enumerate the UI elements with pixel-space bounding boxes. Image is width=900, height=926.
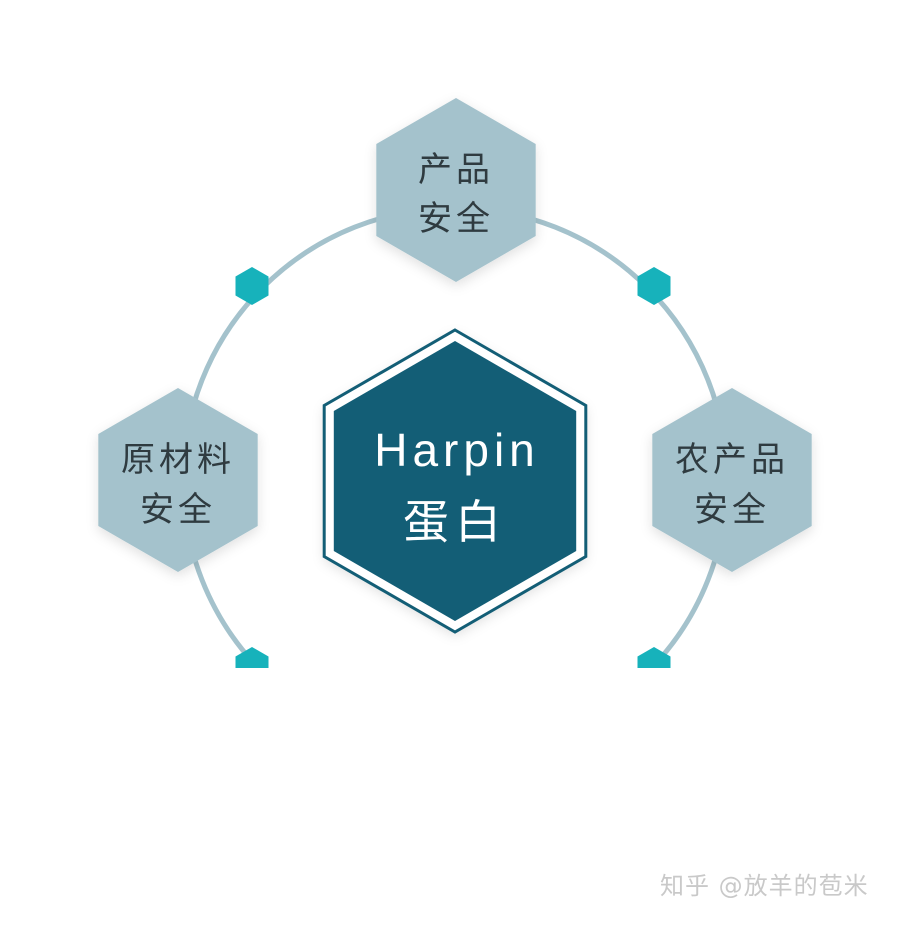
node-agricultural-product-safety-line2: 安全 — [694, 490, 770, 530]
connector-dot-upper-left — [235, 267, 269, 305]
connector-dot-lower-left — [235, 647, 269, 668]
watermark-text: 知乎 @放羊的苞米 — [660, 872, 869, 900]
node-raw-material-safety-line2: 安全 — [140, 490, 216, 530]
center-title: Harpin — [374, 424, 540, 476]
node-product-safety: 产品 安全 — [376, 98, 536, 282]
center-node-harpin-protein: Harpin 蛋白 — [322, 328, 588, 634]
connector-dot-lower-right — [637, 647, 671, 668]
center-subtitle: 蛋白 — [403, 495, 507, 549]
connector-dot-upper-right — [637, 267, 671, 305]
node-agricultural-product-safety-line1: 农产品 — [675, 440, 789, 480]
node-product-safety-line1: 产品 — [418, 150, 494, 190]
node-raw-material-safety-line1: 原材料 — [121, 440, 235, 480]
node-agricultural-product-safety: 农产品 安全 — [652, 388, 812, 572]
node-raw-material-safety: 原材料 安全 — [98, 388, 258, 572]
node-product-safety-line2: 安全 — [418, 199, 494, 239]
